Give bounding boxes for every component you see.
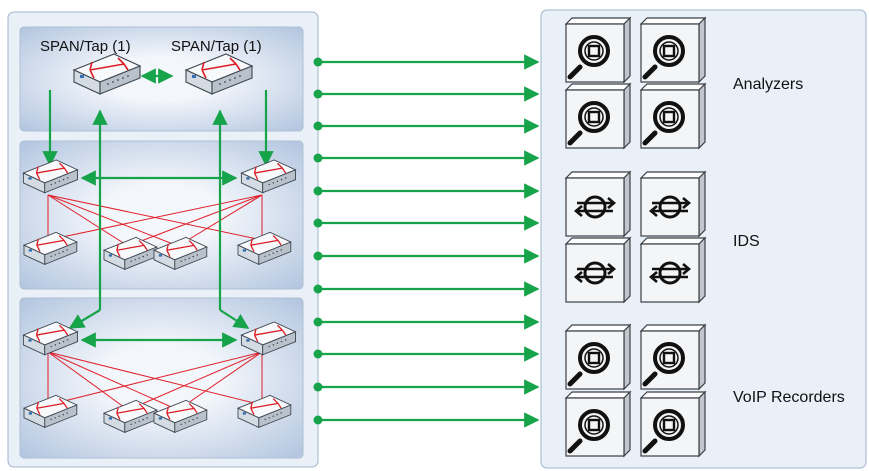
switch-layer	[22, 53, 297, 434]
network-switch-icon	[236, 231, 292, 266]
span-tap-label-1: SPAN/Tap (1)	[40, 38, 131, 55]
network-switch-icon	[152, 399, 208, 434]
analyzer-magnifier-icon	[639, 82, 707, 150]
network-switch-icon	[240, 159, 297, 194]
tool-output-link	[313, 54, 540, 70]
network-switch-icon	[184, 53, 254, 95]
network-switch-icon	[22, 321, 79, 356]
network-switch-icon	[22, 159, 79, 194]
analyzer-magnifier-icon	[639, 16, 707, 84]
analyzer-magnifier-icon	[564, 16, 632, 84]
tool-output-link	[313, 215, 540, 231]
voip-recorder-magnifier-icon	[639, 390, 707, 458]
network-switch-icon	[152, 236, 208, 271]
group-label-analyzers: Analyzers	[733, 76, 803, 93]
voip-recorder-magnifier-icon	[564, 390, 632, 458]
network-switch-icon	[72, 53, 142, 95]
ids-sensor-icon	[564, 236, 632, 304]
network-switch-icon	[22, 394, 78, 429]
tool-layer	[564, 16, 707, 458]
network-switch-icon	[240, 321, 297, 356]
tool-output-link	[313, 346, 540, 362]
network-switch-icon	[236, 394, 292, 429]
tool-output-link	[313, 379, 540, 395]
ids-sensor-icon	[639, 170, 707, 238]
tool-output-link	[313, 150, 540, 166]
voip-recorder-magnifier-icon	[564, 323, 632, 391]
group-label-ids: IDS	[733, 233, 760, 250]
tool-output-link	[313, 118, 540, 134]
tool-output-link	[313, 281, 540, 297]
tool-output-link	[313, 183, 540, 199]
mesh-links-segment-1	[47, 194, 263, 247]
ids-sensor-icon	[564, 170, 632, 238]
span-tap-label-2: SPAN/Tap (1)	[171, 38, 262, 55]
network-switch-icon	[22, 231, 78, 266]
mesh-links-segment-2	[47, 351, 263, 411]
tool-output-link	[313, 314, 540, 330]
analyzer-magnifier-icon	[564, 82, 632, 150]
group-label-voip: VoIP Recorders	[733, 389, 845, 406]
tool-output-link	[313, 412, 540, 428]
ids-sensor-icon	[639, 236, 707, 304]
span-internal-links	[42, 68, 274, 348]
tool-output-link	[313, 86, 540, 102]
tool-output-link	[313, 248, 540, 264]
network-segment-2	[19, 297, 304, 459]
voip-recorder-magnifier-icon	[639, 323, 707, 391]
tool-output-links	[313, 54, 540, 428]
